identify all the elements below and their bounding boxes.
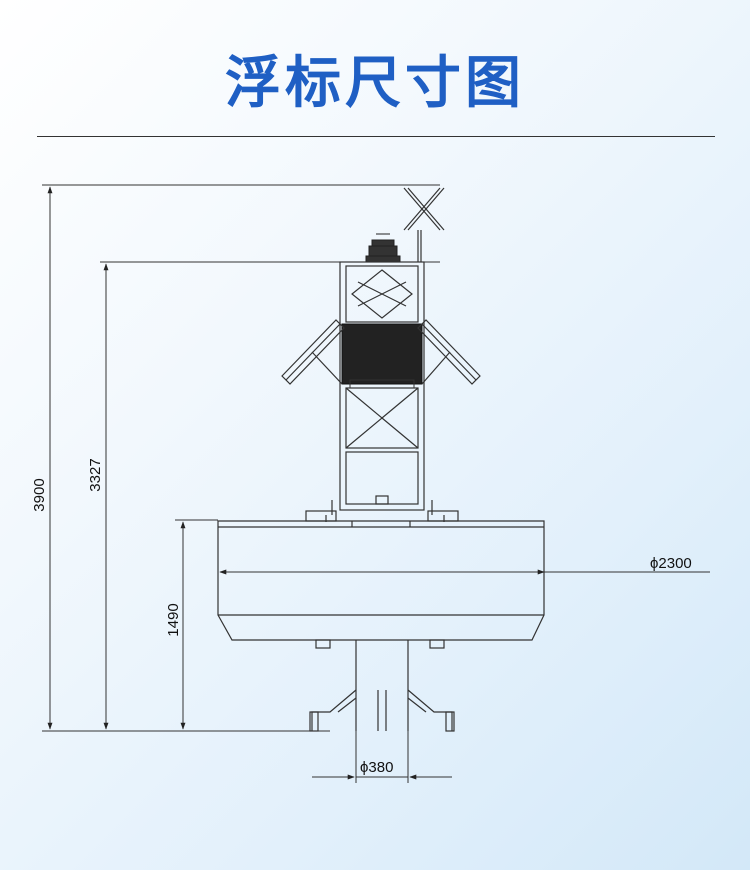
solar-panel-center — [341, 323, 423, 385]
page-title: 浮标尺寸图 — [225, 51, 525, 116]
label-column-diameter: ϕ380 — [360, 759, 393, 776]
wind-vane — [403, 187, 445, 262]
beacon-light — [365, 233, 401, 263]
lower-structure — [309, 639, 455, 732]
label-float-height: 1490 — [165, 603, 182, 636]
tower-frame — [331, 261, 433, 515]
float-body — [217, 510, 545, 641]
solar-panel-wings — [281, 319, 481, 385]
label-float-diameter: ϕ2300 — [650, 555, 692, 572]
label-light-height: 3327 — [87, 458, 104, 491]
label-total-height: 3900 — [31, 478, 48, 511]
solar-panel-base — [349, 379, 415, 389]
title-divider — [37, 136, 715, 137]
